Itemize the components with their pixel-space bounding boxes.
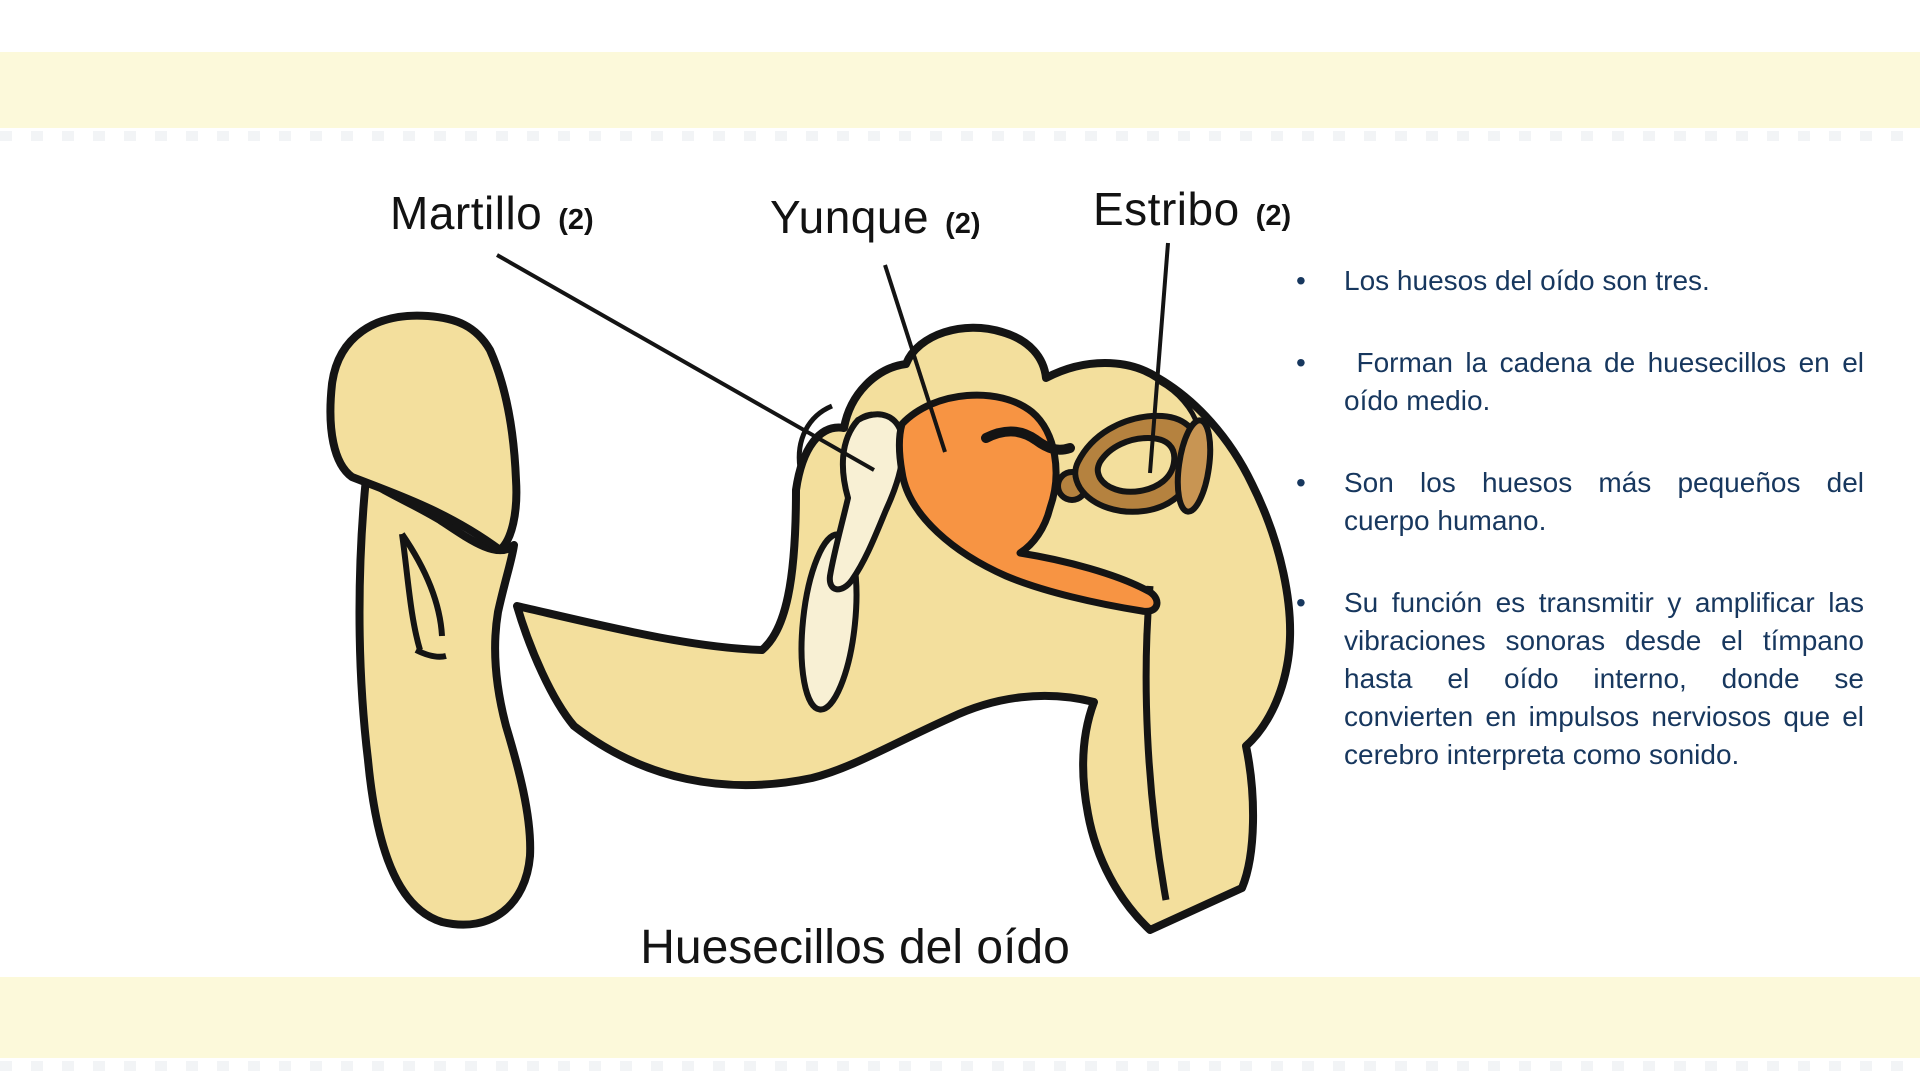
note-item-3: Son los huesos más pequeños del cuerpo h…	[1292, 464, 1864, 540]
notes-list: Los huesos del oído son tres. Forman la …	[1292, 262, 1864, 774]
bottom-yellow-band	[0, 977, 1920, 1058]
label-estribo-count: (2)	[1255, 200, 1292, 232]
martillo-leader-line	[496, 253, 875, 472]
label-martillo: Martillo (2)	[390, 186, 594, 240]
pinna-inner-ridge-line-3	[414, 647, 447, 660]
incus-shape	[895, 391, 1161, 615]
incus-tendon-line	[981, 426, 1075, 455]
pinna-inner-ridge-line-1	[399, 532, 445, 637]
label-estribo: Estribo (2)	[1093, 182, 1291, 236]
watermark-row-top	[0, 131, 1920, 141]
pinna-inner-ridge-line-2	[399, 533, 423, 651]
note-item-1: Los huesos del oído son tres.	[1292, 262, 1864, 300]
label-estribo-text: Estribo	[1093, 183, 1240, 235]
estribo-leader-line	[1148, 242, 1170, 474]
eustachian-tube-divider-line	[1142, 585, 1170, 901]
note-item-4: Su función es transmitir y amplificar la…	[1292, 584, 1864, 774]
label-yunque-text: Yunque	[770, 191, 930, 243]
pinna-column-shape	[355, 474, 535, 929]
label-yunque-count: (2)	[945, 208, 981, 240]
note-item-2: Forman la cadena de huesecillos en el oí…	[1292, 344, 1864, 420]
stapes-footplate-shape	[1174, 417, 1214, 515]
top-yellow-band	[0, 52, 1920, 128]
watermark-row-bottom	[0, 1061, 1920, 1071]
yunque-leader-line	[883, 264, 947, 453]
notes-panel: Los huesos del oído son tres. Forman la …	[1292, 262, 1864, 818]
diagram-caption: Huesecillos del oído	[640, 921, 1070, 974]
label-martillo-text: Martillo	[390, 187, 543, 239]
label-yunque: Yunque (2)	[770, 190, 981, 244]
label-martillo-count: (2)	[558, 204, 594, 236]
pinna-top-shape	[326, 311, 521, 554]
